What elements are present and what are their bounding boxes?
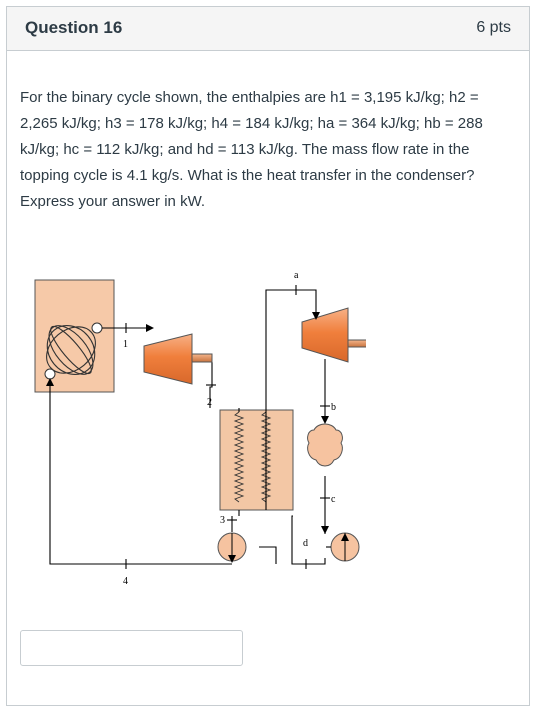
state-label-2: 2 bbox=[207, 397, 212, 408]
bottoming-pump bbox=[330, 532, 360, 562]
condenser bbox=[307, 423, 343, 467]
question-header: Question 16 6 pts bbox=[7, 7, 529, 51]
binary-cycle-diagram: 1 2 3 4 a b c d bbox=[34, 270, 366, 587]
topping-pump bbox=[217, 532, 247, 563]
question-points: 6 pts bbox=[476, 19, 511, 36]
bottoming-turbine bbox=[301, 307, 366, 363]
heat-exchanger bbox=[219, 409, 294, 511]
state-label-a: a bbox=[294, 270, 299, 281]
state-label-b: b bbox=[331, 402, 336, 413]
question-text: For the binary cycle shown, the enthalpi… bbox=[20, 89, 483, 210]
answer-input[interactable] bbox=[20, 630, 243, 666]
boiler bbox=[34, 279, 115, 393]
state-label-3: 3 bbox=[220, 515, 225, 526]
state-label-d: d bbox=[303, 538, 308, 549]
topping-turbine bbox=[143, 333, 213, 385]
question-title: Question 16 bbox=[25, 18, 123, 37]
state-label-c: c bbox=[331, 494, 336, 505]
state-label-1: 1 bbox=[123, 339, 128, 350]
state-label-4: 4 bbox=[123, 576, 128, 587]
boiler-coil-icon bbox=[46, 325, 96, 375]
